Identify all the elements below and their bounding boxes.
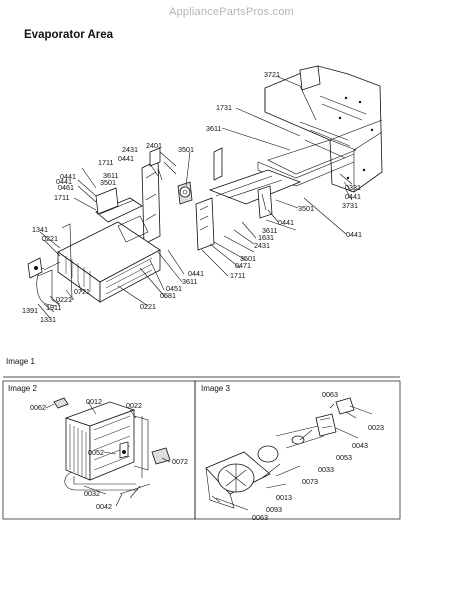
part-label: 0441 xyxy=(346,230,362,239)
part-label: 0581 xyxy=(160,291,176,300)
part-label: 0471 xyxy=(235,261,251,270)
part-label: 1711 xyxy=(54,193,69,202)
part-label: 0441 xyxy=(278,218,294,227)
fan-assembly-drawing xyxy=(205,397,373,511)
part-label: 0012 xyxy=(86,397,102,406)
part-label: 0461 xyxy=(58,183,74,192)
part-label: 0221 xyxy=(56,295,72,304)
part-label: 0441 xyxy=(345,192,361,201)
part-label: 2401 xyxy=(146,141,162,150)
part-label: 0072 xyxy=(172,457,188,466)
image3-part-labels: 0063 0023 0043 0053 0033 0073 0013 0093 … xyxy=(252,390,384,522)
part-label: 1341 xyxy=(32,225,48,234)
part-label: 0043 xyxy=(352,441,368,450)
image2-label: Image 2 xyxy=(8,384,37,393)
part-label: 0451 xyxy=(166,284,182,293)
part-label: 0013 xyxy=(276,493,292,502)
part-label: 3501 xyxy=(298,204,314,213)
part-label: 1731 xyxy=(216,103,232,112)
part-label: 3611 xyxy=(182,277,197,286)
part-label: 0221 xyxy=(140,302,156,311)
part-label: 0042 xyxy=(96,502,112,511)
part-label: 0441 xyxy=(118,154,134,163)
part-label: 0053 xyxy=(336,453,352,462)
part-label: 0721 xyxy=(74,287,90,296)
part-label: 0331 xyxy=(345,183,361,192)
image1-label: Image 1 xyxy=(6,357,35,366)
part-label: 1711 xyxy=(230,271,245,280)
part-label: 0033 xyxy=(318,465,334,474)
part-label: 0032 xyxy=(84,489,100,498)
part-label: 0022 xyxy=(126,401,142,410)
part-label: 3611 xyxy=(103,171,118,180)
part-label: 0073 xyxy=(302,477,318,486)
part-label: 0093 xyxy=(266,505,282,514)
image3-label: Image 3 xyxy=(201,384,230,393)
image3-frame xyxy=(194,380,401,520)
part-label: 3501 xyxy=(100,178,116,187)
image1-part-labels: 3721 1731 3611 2431 2401 3501 1711 0441 … xyxy=(22,70,362,324)
part-label: 1331 xyxy=(40,315,56,324)
evaporator-coil-drawing xyxy=(45,397,171,507)
watermark: AppliancePartsPros.com xyxy=(169,6,294,18)
part-label: 0441 xyxy=(60,172,76,181)
part-label: 3501 xyxy=(178,145,194,154)
part-label: 3611 xyxy=(262,226,277,235)
part-label: 2431 xyxy=(254,241,270,250)
part-label: 0023 xyxy=(368,423,384,432)
part-label: 0063 xyxy=(252,513,268,522)
page-title: Evaporator Area xyxy=(24,29,114,41)
part-label: 0052 xyxy=(88,448,104,457)
part-label: 0062 xyxy=(30,403,46,412)
part-label: 0441 xyxy=(56,177,72,186)
part-label: 3501 xyxy=(240,254,256,263)
part-label: 0441 xyxy=(188,269,204,278)
part-label: 3611 xyxy=(206,124,221,133)
part-label: 1631 xyxy=(258,233,274,242)
part-label: 1391 xyxy=(22,306,38,315)
part-label: 0221 xyxy=(42,234,58,243)
part-label: 1911 xyxy=(46,303,61,312)
part-label: 0063 xyxy=(322,390,338,399)
image2-part-labels: 0062 0012 0022 0052 0072 0032 0042 xyxy=(30,397,188,511)
evaporator-housing-drawing xyxy=(27,65,383,319)
part-label: 1711 xyxy=(98,158,113,167)
part-label: 3731 xyxy=(342,201,358,210)
part-label: 2431 xyxy=(122,145,138,154)
part-label: 3721 xyxy=(264,70,280,79)
